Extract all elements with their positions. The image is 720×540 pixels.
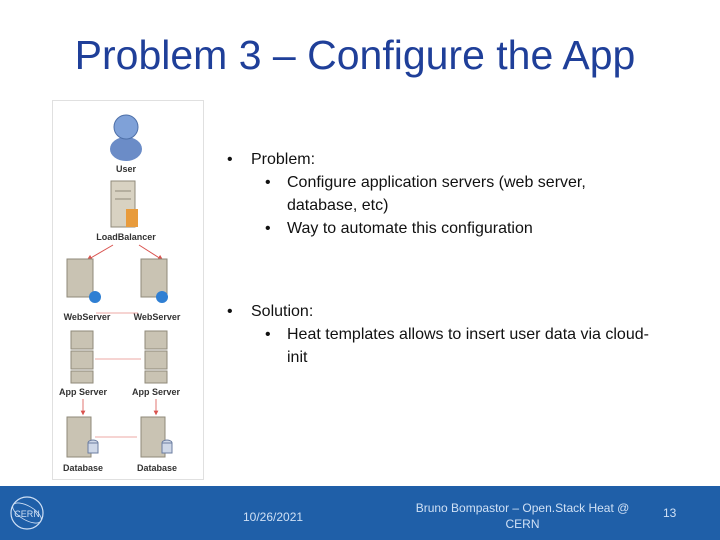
user-label: User [116,164,137,174]
footer-date: 10/26/2021 [243,510,304,524]
solution-item: Heat templates allows to insert user dat… [225,323,655,369]
page-number: 13 [663,506,677,520]
web-server-left-label: WebServer [64,312,111,322]
slide-content: Problem: Configure application servers (… [225,148,655,369]
problem-item: Configure application servers (web serve… [225,171,655,217]
cern-logo: CERN [8,494,46,532]
problem-item: Way to automate this configuration [225,217,655,240]
app-server-left-label: App Server [59,387,108,397]
app-server-left-icon [70,330,94,384]
web-server-right-label: WebServer [134,312,181,322]
architecture-diagram-svg: User LoadBalancer WebServer WebServer [59,114,181,473]
web-server-left-icon [66,258,101,303]
web-server-right-icon [140,258,168,303]
app-server-right-label: App Server [132,387,181,397]
svg-text:CERN: CERN [14,509,40,519]
database-left-label: Database [63,463,103,473]
load-balancer-icon [110,180,138,228]
database-right-icon [140,416,173,458]
database-left-icon [66,416,99,458]
solution-heading: Solution: [225,300,655,323]
slide-footer: CERN 10/26/2021 Bruno Bompastor – Open.S… [0,486,720,540]
user-icon [110,114,142,161]
problem-heading: Problem: [225,148,655,171]
slide-title: Problem 3 – Configure the App [74,32,636,78]
architecture-diagram: User LoadBalancer WebServer WebServer [52,100,204,480]
app-server-right-icon [144,330,168,384]
database-right-label: Database [137,463,177,473]
footer-author: Bruno Bompastor – Open.Stack Heat @ CERN [415,501,630,531]
load-balancer-label: LoadBalancer [96,232,156,242]
